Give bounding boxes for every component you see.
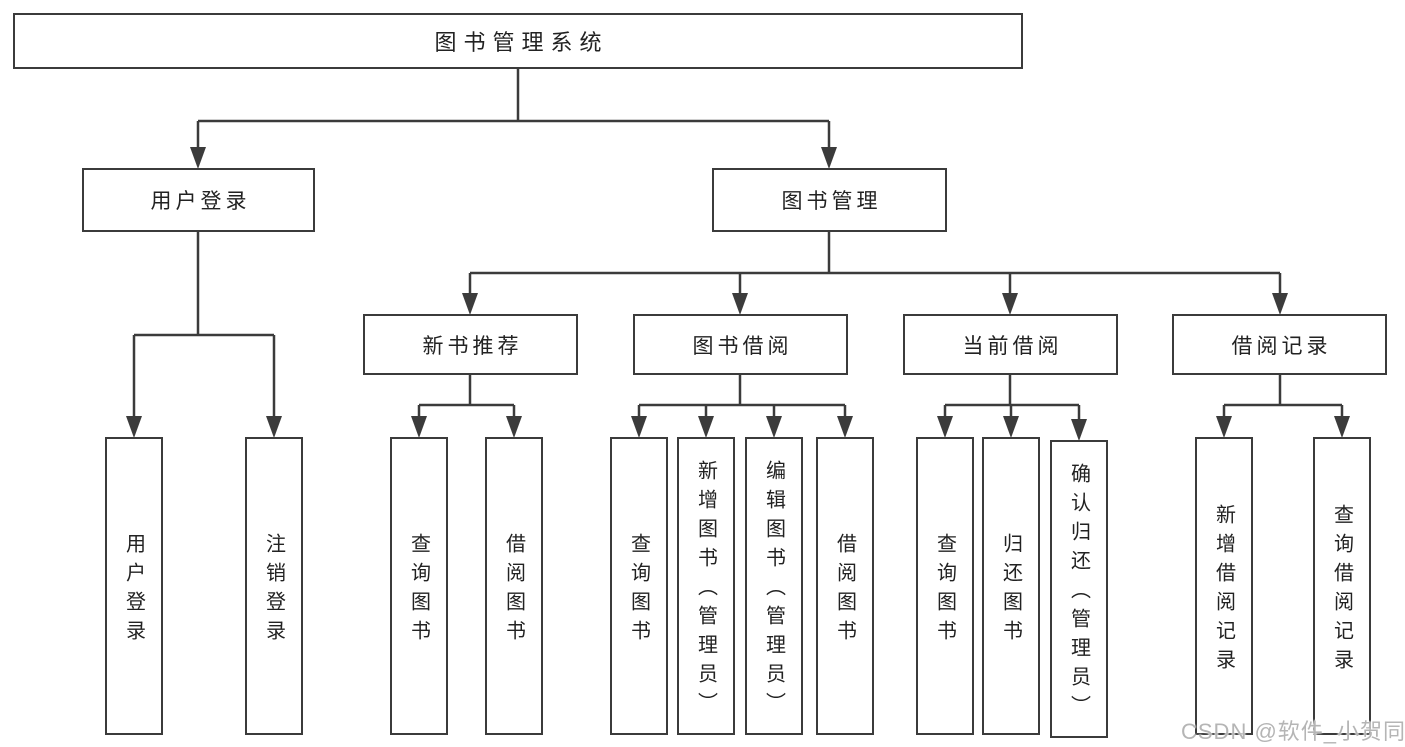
arrow-down-icon (698, 416, 714, 438)
arrow-down-icon (1002, 293, 1018, 315)
arrow-down-icon (631, 416, 647, 438)
arrow-down-icon (1003, 416, 1019, 438)
node-book-management: 图书管理 (712, 168, 947, 232)
node-label: 用户登录 (150, 190, 251, 213)
node-label: 归还图书 (999, 532, 1022, 649)
arrow-down-icon (937, 416, 953, 438)
leaf-logout: 注销登录 (245, 437, 303, 735)
arrow-down-icon (766, 416, 782, 438)
node-label: 当前借阅 (962, 334, 1063, 358)
leaf-borrow-books: 借阅图书 (816, 437, 874, 735)
node-current-borrow: 当前借阅 (903, 314, 1118, 375)
arrow-down-icon (1071, 419, 1087, 441)
leaf-add-books-admin: 新增图书（管理员） (677, 437, 735, 735)
node-label: 图书管理 (781, 190, 882, 213)
arrow-down-icon (462, 293, 478, 315)
connector-book-management-to-level2 (462, 232, 1288, 315)
node-new-book-recommend: 新书推荐 (363, 314, 578, 375)
node-label: 查询图书 (627, 532, 650, 649)
node-label: 借阅记录 (1231, 334, 1332, 358)
arrow-down-icon (1216, 416, 1232, 438)
arrow-down-icon (411, 416, 427, 438)
arrow-down-icon (126, 416, 142, 438)
node-label: 新增借阅记录 (1212, 503, 1235, 678)
node-label: 新增图书（管理员） (694, 460, 717, 721)
connector-borrow-records-to-leaves (1216, 375, 1350, 438)
node-label: 借阅图书 (833, 532, 856, 649)
leaf-query-books-borrow: 查询图书 (610, 437, 668, 735)
connector-current-borrow-to-leaves (937, 375, 1087, 441)
arrow-down-icon (266, 416, 282, 438)
node-user-login: 用户登录 (82, 168, 315, 232)
arrow-down-icon (1272, 293, 1288, 315)
leaf-query-books-recommend: 查询图书 (390, 437, 448, 735)
arrow-down-icon (190, 147, 206, 169)
node-label: 编辑图书（管理员） (762, 460, 785, 721)
node-label: 图书管理系统 (434, 30, 609, 55)
connector-user-login-to-leaves (126, 232, 282, 438)
node-label: 确认归还（管理员） (1067, 463, 1090, 724)
leaf-query-books-current: 查询图书 (916, 437, 974, 735)
leaf-add-borrow-record: 新增借阅记录 (1195, 437, 1253, 735)
arrow-down-icon (1334, 416, 1350, 438)
leaf-confirm-return-admin: 确认归还（管理员） (1050, 440, 1108, 738)
arrow-down-icon (837, 416, 853, 438)
leaf-user-login: 用户登录 (105, 437, 163, 735)
node-label: 查询借阅记录 (1330, 503, 1353, 678)
leaf-edit-books-admin: 编辑图书（管理员） (745, 437, 803, 735)
node-label: 借阅图书 (502, 532, 525, 649)
watermark: CSDN @软件_小贺同学 (1181, 719, 1405, 744)
node-label: 查询图书 (933, 532, 956, 649)
arrow-down-icon (732, 293, 748, 315)
node-borrow-records: 借阅记录 (1172, 314, 1387, 375)
node-label: 查询图书 (407, 532, 430, 649)
node-label: 图书借阅 (692, 334, 793, 358)
connector-root-to-level1 (190, 69, 837, 169)
arrow-down-icon (821, 147, 837, 169)
leaf-query-borrow-record: 查询借阅记录 (1313, 437, 1371, 735)
node-label: 用户登录 (122, 532, 145, 649)
connector-new-book-recommend-to-leaves (411, 375, 522, 438)
leaf-borrow-books-recommend: 借阅图书 (485, 437, 543, 735)
arrow-down-icon (506, 416, 522, 438)
connector-book-borrow-to-leaves (631, 375, 853, 438)
node-label: 新书推荐 (422, 334, 523, 358)
node-library-management-system: 图书管理系统 (13, 13, 1023, 69)
node-book-borrow: 图书借阅 (633, 314, 848, 375)
node-label: 注销登录 (262, 532, 285, 649)
leaf-return-books: 归还图书 (982, 437, 1040, 735)
